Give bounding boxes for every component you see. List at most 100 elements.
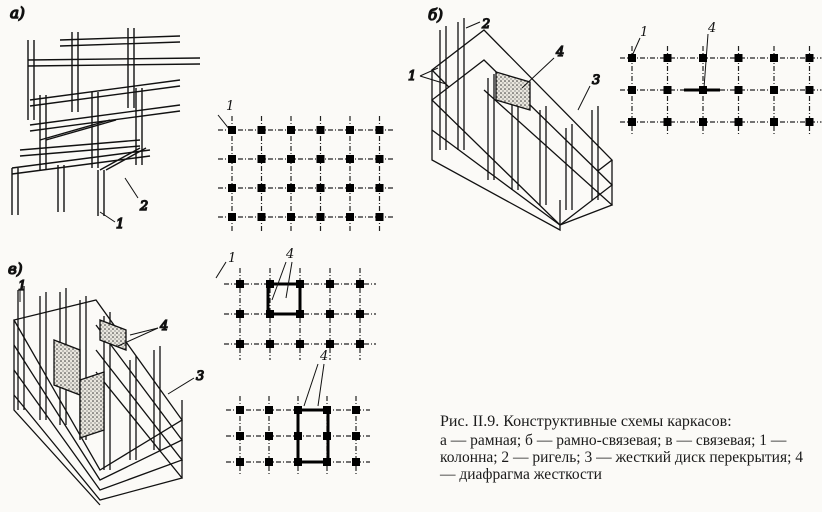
girders-a — [11, 35, 201, 175]
grid-plan-v-top: 1 4 — [215, 247, 376, 360]
column-marker — [326, 340, 334, 348]
column-marker — [326, 280, 334, 288]
column-marker — [628, 86, 636, 94]
callout-b-girder: 2 — [481, 17, 490, 32]
column-marker — [228, 213, 236, 221]
column-marker — [287, 155, 295, 163]
figure-caption: Рис. II.9. Конструктивные схемы карка­со… — [440, 413, 820, 483]
column-marker — [375, 155, 384, 163]
panel-label-v: в) — [8, 260, 23, 278]
column-marker — [236, 432, 244, 440]
diaphragms-v-top-plan — [266, 282, 302, 316]
column-marker — [287, 126, 295, 134]
grid-plan-v-bottom: 4 — [226, 349, 370, 476]
columns-a — [11, 28, 143, 216]
panel-label-b: б) — [428, 6, 443, 24]
column-marker — [734, 86, 743, 94]
column-marker — [346, 155, 354, 163]
column-marker — [770, 118, 778, 126]
caption-legend: а — рамная; б — рамно-связевая; в — связ… — [440, 432, 804, 483]
callout-v-column: 1 — [18, 279, 26, 294]
column-marker — [296, 310, 304, 318]
column-marker — [770, 54, 778, 62]
column-marker — [734, 118, 743, 126]
callout-v-diaphragm: 4 — [159, 319, 168, 334]
column-marker — [228, 126, 236, 134]
column-marker — [356, 280, 364, 288]
callout-a-girder: 2 — [139, 199, 148, 214]
column-marker — [699, 86, 707, 94]
column-marker — [236, 458, 244, 466]
column-marker — [316, 155, 325, 163]
column-marker — [296, 340, 304, 348]
callout-b-grid-column: 1 — [640, 25, 648, 40]
column-marker — [663, 54, 672, 62]
column-marker — [236, 340, 244, 348]
column-marker — [352, 406, 360, 414]
column-marker — [294, 406, 302, 414]
column-marker — [356, 340, 364, 348]
column-marker — [356, 310, 364, 318]
column-marker — [266, 310, 274, 318]
column-marker — [346, 184, 354, 192]
column-marker — [296, 280, 304, 288]
grid-plan-b: 1 4 — [620, 21, 822, 134]
column-marker — [352, 432, 360, 440]
column-marker — [734, 54, 743, 62]
column-marker — [805, 54, 814, 62]
frame-scheme-a-3d: а) 1 2 — [9, 3, 201, 233]
column-marker — [316, 213, 325, 221]
column-marker — [663, 118, 672, 126]
column-marker — [287, 184, 295, 192]
column-marker — [294, 458, 302, 466]
column-marker — [265, 432, 273, 440]
column-marker — [236, 406, 244, 414]
column-marker — [236, 280, 244, 288]
panel-label-a: а) — [10, 4, 25, 22]
column-marker — [375, 213, 384, 221]
callout-v-slab: 3 — [196, 369, 204, 384]
column-marker — [257, 126, 266, 134]
column-marker — [628, 54, 636, 62]
column-marker — [257, 184, 266, 192]
column-marker — [265, 406, 273, 414]
callout-v-grid-diaphragm-bottom: 4 — [319, 349, 328, 364]
column-marker — [236, 310, 244, 318]
column-marker — [628, 118, 636, 126]
caption-title: Рис. II.9. Конструктивные схемы карка­со… — [440, 413, 732, 430]
column-marker — [257, 213, 266, 221]
floor-slabs-b — [431, 29, 614, 232]
column-marker — [287, 213, 295, 221]
column-marker — [699, 118, 707, 126]
callout-a-column: 1 — [116, 217, 124, 232]
column-marker — [663, 86, 672, 94]
callout-b-grid-diaphragm: 4 — [707, 21, 716, 36]
column-marker — [228, 184, 236, 192]
callout-b-diaphragm: 4 — [555, 45, 564, 60]
callout-b-column: 1 — [408, 69, 416, 84]
column-marker — [323, 458, 331, 466]
callout-v-grid-diaphragm-top: 4 — [285, 247, 294, 262]
column-marker — [805, 118, 814, 126]
column-marker — [346, 126, 354, 134]
column-marker — [316, 184, 325, 192]
column-marker — [323, 406, 331, 414]
stiffening-diaphragm-b — [495, 71, 531, 111]
column-marker — [326, 310, 334, 318]
column-marker — [228, 155, 236, 163]
column-marker — [266, 340, 274, 348]
column-marker — [805, 86, 814, 94]
column-marker — [323, 432, 331, 440]
column-marker — [770, 86, 778, 94]
grid-lines-a — [218, 116, 394, 231]
column-marker — [352, 458, 360, 466]
column-marker — [375, 184, 384, 192]
columns-b — [439, 18, 599, 210]
callout-v-grid-column: 1 — [228, 251, 236, 266]
callout-a-grid-column: 1 — [226, 99, 234, 114]
frame-scheme-b-3d: б) 2 1 4 3 — [407, 5, 614, 232]
frame-scheme-v-3d: в) 1 4 — [7, 259, 205, 506]
column-marker — [699, 54, 707, 62]
stiffening-diaphragms-v — [53, 319, 127, 439]
